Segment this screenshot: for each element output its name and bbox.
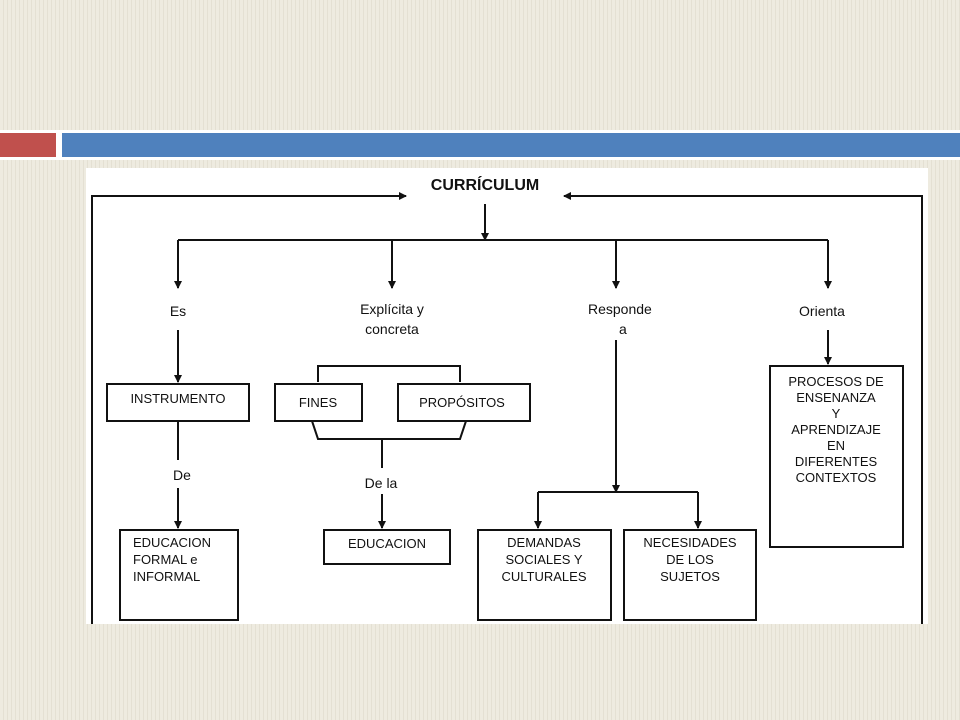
procesos-line-3: Y: [832, 406, 841, 421]
necesidades-line-3: SUJETOS: [660, 569, 720, 584]
demandas-box: [477, 529, 612, 621]
demandas-line-2: SOCIALES Y: [505, 552, 582, 567]
propositos-box: [397, 383, 531, 422]
instrumento-label: INSTRUMENTO: [130, 391, 225, 406]
fines-box: [274, 383, 363, 422]
connector-es: Es: [170, 303, 186, 319]
procesos-line-4: APRENDIZAJE: [791, 422, 881, 437]
educacion-formal-line-2: FORMAL e: [133, 552, 198, 567]
right-feedback-line: [563, 192, 923, 624]
connector-responde-line-1: Responde: [588, 301, 652, 317]
educacion-formal-line-1: EDUCACION: [133, 535, 211, 550]
diagram-boxes: [106, 365, 904, 621]
demandas-line-3: CULTURALES: [501, 569, 586, 584]
procesos-line-6: DIFERENTES: [795, 454, 878, 469]
connector-explicita-line-2: concreta: [365, 321, 419, 337]
necesidades-box: [623, 529, 757, 621]
procesos-line-7: CONTEXTOS: [796, 470, 877, 485]
educacion-formal-line-3: INFORMAL: [133, 569, 200, 584]
procesos-box: [769, 365, 904, 548]
educacion-box: [323, 529, 451, 565]
header-accent-blue: [62, 133, 960, 157]
educacion-formal-box: [119, 529, 239, 621]
diagram-text: CURRÍCULUM Es INSTRUMENTO De EDUCACION F…: [130, 175, 884, 584]
fines-propositos-bottom-bracket: [311, 420, 467, 440]
necesidades-line-2: DE LOS: [666, 552, 714, 567]
procesos-line-2: ENSENANZA: [796, 390, 876, 405]
demandas-line-1: DEMANDAS: [507, 535, 581, 550]
procesos-line-5: EN: [827, 438, 845, 453]
procesos-line-1: PROCESOS DE: [788, 374, 884, 389]
necesidades-line-1: NECESIDADES: [643, 535, 737, 550]
connector-explicita-line-1: Explícita y: [360, 301, 424, 317]
connector-de: De: [173, 467, 191, 483]
diagram-title: CURRÍCULUM: [431, 175, 539, 194]
instrumento-box: [106, 383, 250, 422]
curriculum-diagram: CURRÍCULUM Es INSTRUMENTO De EDUCACION F…: [86, 168, 928, 624]
header-accent-red: [0, 133, 56, 157]
left-feedback-line: [91, 192, 407, 624]
educacion-label: EDUCACION: [348, 536, 426, 551]
connector-dela: De la: [365, 475, 398, 491]
curriculum-diagram-svg: CURRÍCULUM Es INSTRUMENTO De EDUCACION F…: [91, 175, 923, 624]
connector-orienta: Orienta: [799, 303, 845, 319]
connector-responde-line-2: a: [619, 321, 627, 337]
fines-label: FINES: [299, 395, 338, 410]
diagram-connectors: [91, 192, 923, 624]
propositos-label: PROPÓSITOS: [419, 395, 505, 410]
fines-propositos-top-bracket: [317, 365, 461, 382]
